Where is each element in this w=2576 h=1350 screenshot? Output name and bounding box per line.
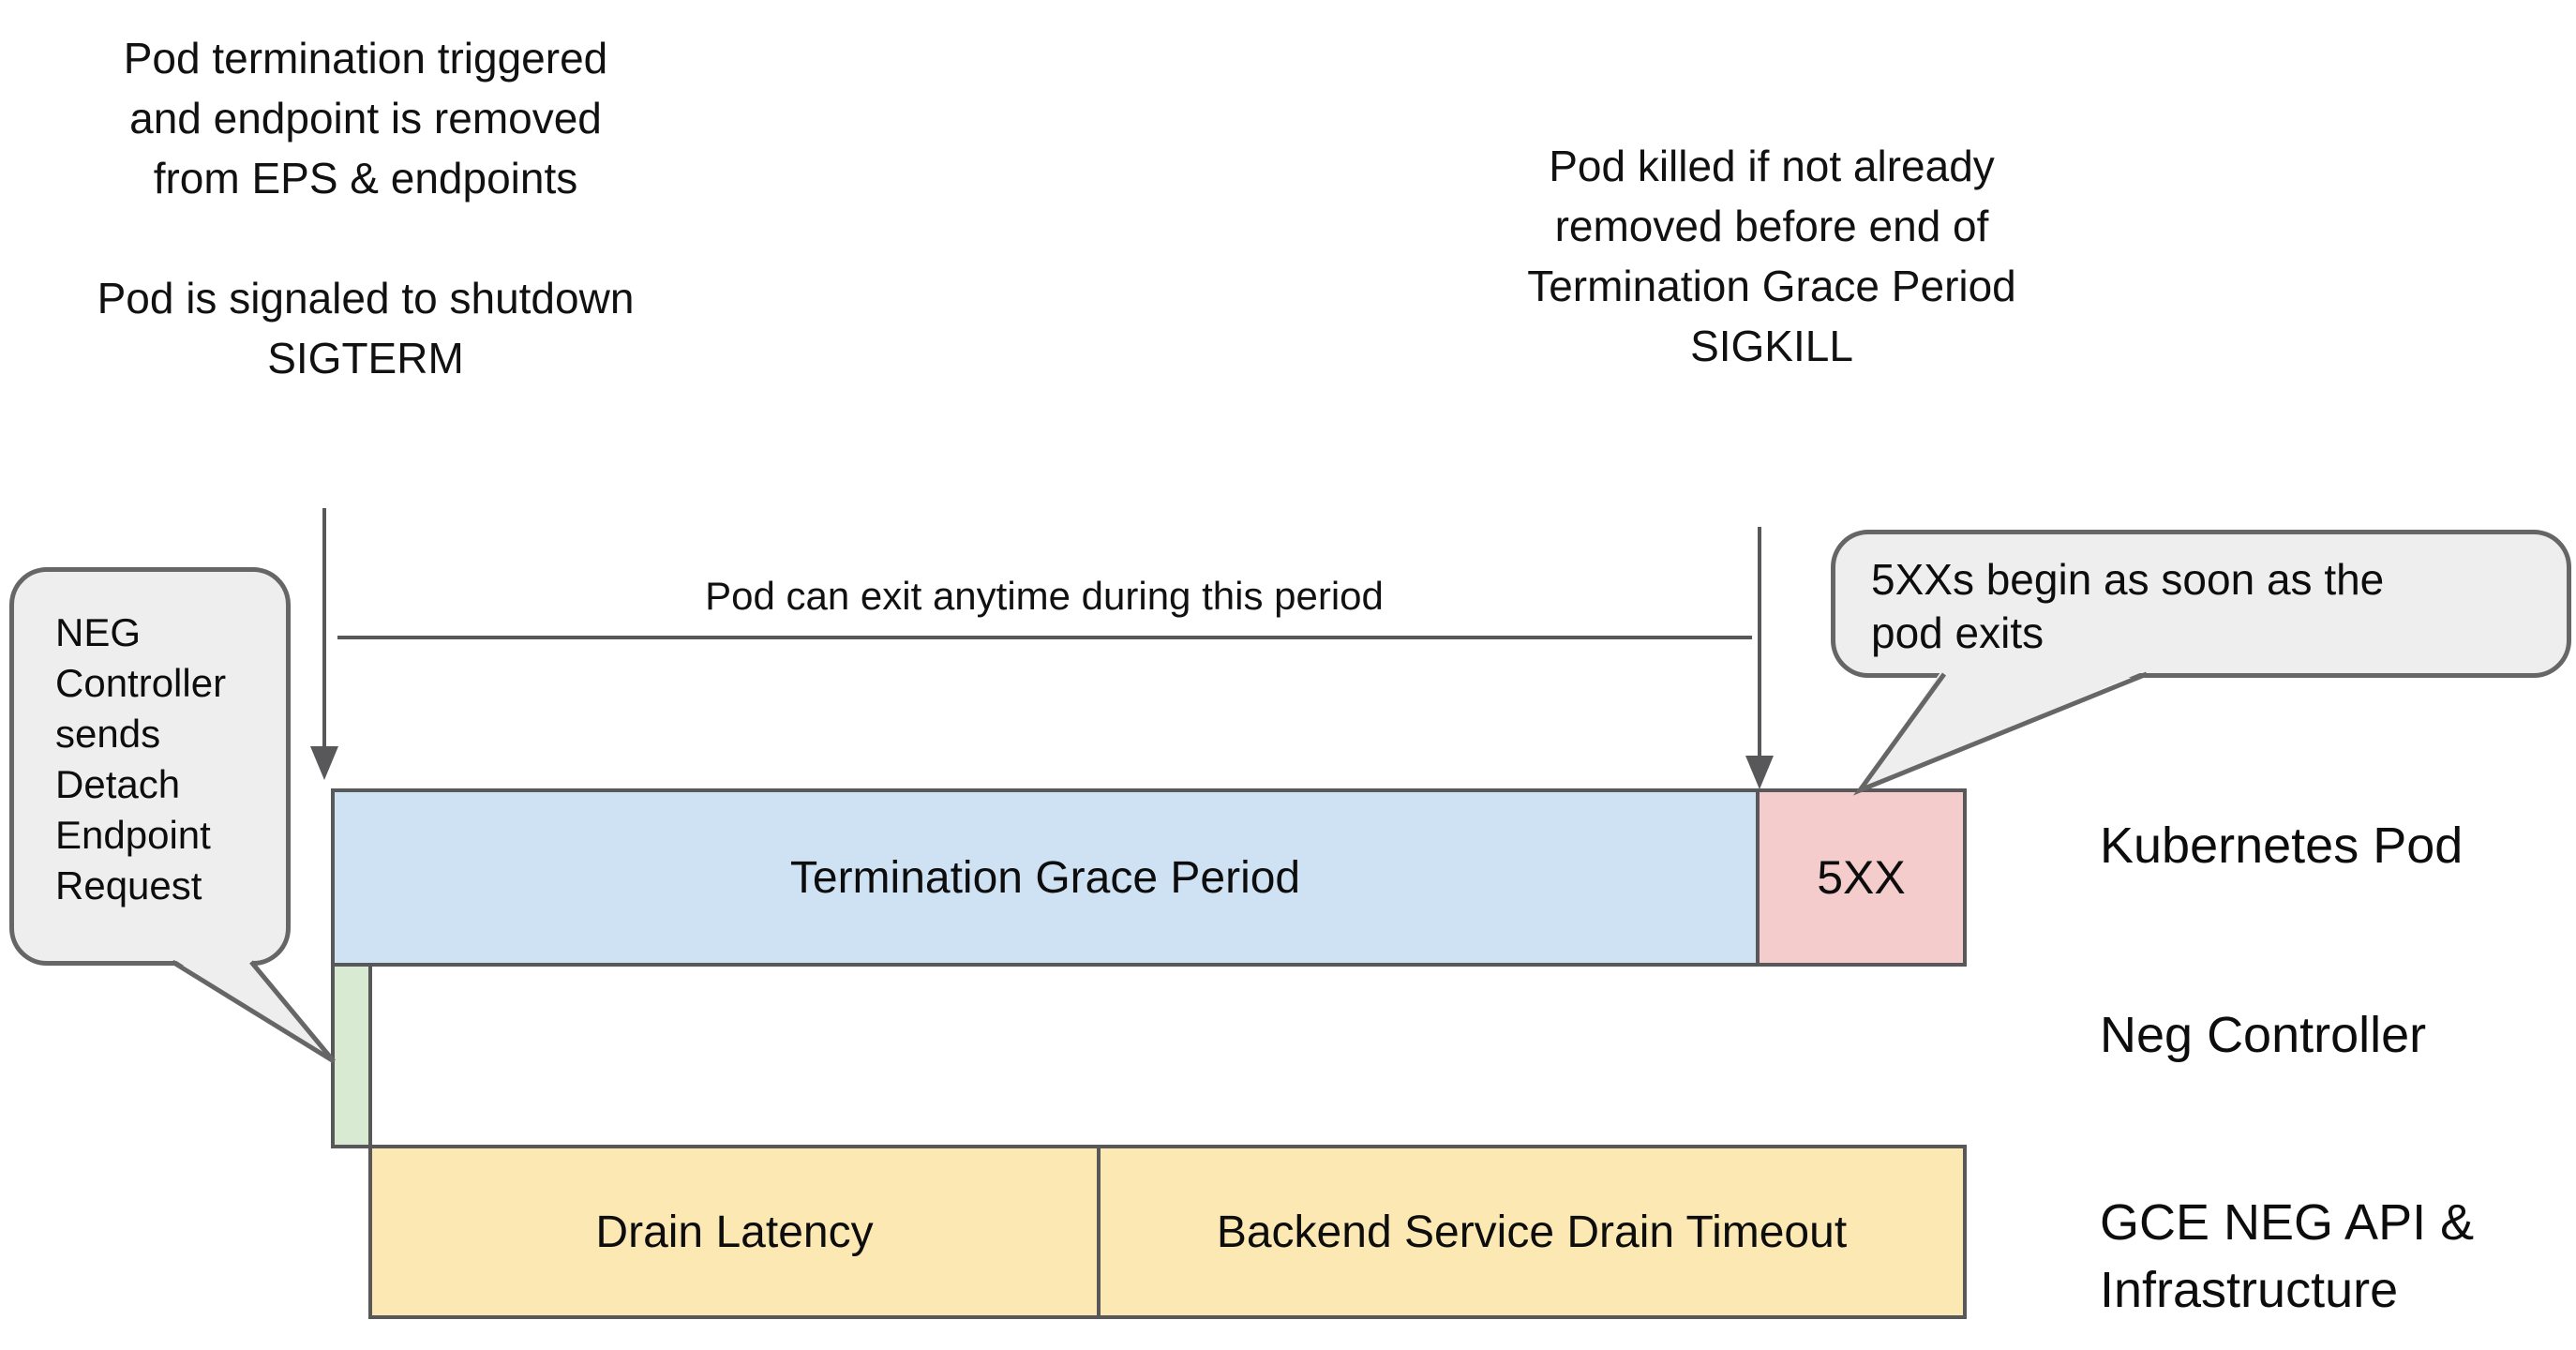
bar-drain-latency: Drain Latency	[368, 1145, 1101, 1319]
callout-line: 5XXs begin as soon as the	[1871, 555, 2385, 604]
callout-line: Request	[55, 863, 202, 908]
callout-line: NEG	[55, 610, 142, 654]
sigkill-arrow	[1745, 527, 1774, 789]
note-line: Pod termination triggered	[123, 34, 608, 82]
note-pod-killed: Pod killed if not already removed before…	[1401, 136, 2142, 376]
note-pod-termination: Pod termination triggered and endpoint i…	[7, 28, 724, 388]
note-gap	[7, 208, 724, 268]
bar-termination-label: Termination Grace Period	[789, 852, 1301, 903]
bar-detach-request	[331, 963, 372, 1148]
note-line: Termination Grace Period	[1527, 262, 2016, 310]
note-line: Pod killed if not already	[1549, 142, 1995, 190]
note-line: removed before end of	[1554, 202, 1989, 250]
bar-drain-latency-label: Drain Latency	[595, 1207, 874, 1257]
note-line: from EPS & endpoints	[153, 154, 578, 202]
callout-left-tail	[171, 957, 336, 1064]
row-label-gce-neg-api: GCE NEG API & Infrastructure	[2100, 1189, 2550, 1324]
note-line: and endpoint is removed	[129, 94, 602, 142]
row-label-line: GCE NEG API &	[2100, 1194, 2475, 1251]
period-span-label: Pod can exit anytime during this period	[705, 574, 1384, 618]
callout-line: sends	[55, 712, 161, 756]
note-line: SIGTERM	[267, 334, 464, 382]
callout-line: Detach	[55, 762, 181, 806]
bar-backend-drain-timeout-label: Backend Service Drain Timeout	[1216, 1207, 1848, 1257]
callout-neg-controller-detach: NEG Controller sends Detach Endpoint Req…	[9, 567, 291, 966]
bar-backend-drain-timeout: Backend Service Drain Timeout	[1097, 1145, 1967, 1319]
note-line: SIGKILL	[1690, 322, 1853, 370]
row-label-line: Infrastructure	[2100, 1262, 2399, 1318]
sigterm-arrow	[310, 508, 338, 780]
callout-line: Controller	[55, 661, 227, 705]
callout-line: Endpoint	[55, 813, 211, 857]
bar-5xx: 5XX	[1756, 788, 1967, 967]
bar-termination-grace-period: Termination Grace Period	[331, 788, 1760, 967]
callout-line: pod exits	[1871, 608, 2044, 657]
callout-5xx-begin: 5XXs begin as soon as the pod exits	[1831, 530, 2571, 678]
row-label-kubernetes-pod: Kubernetes Pod	[2100, 818, 2464, 874]
note-line: Pod is signaled to shutdown	[97, 274, 635, 322]
bar-5xx-label: 5XX	[1817, 851, 1906, 904]
callout-right-tail	[1852, 669, 2149, 796]
row-label-neg-controller: Neg Controller	[2100, 1007, 2427, 1063]
